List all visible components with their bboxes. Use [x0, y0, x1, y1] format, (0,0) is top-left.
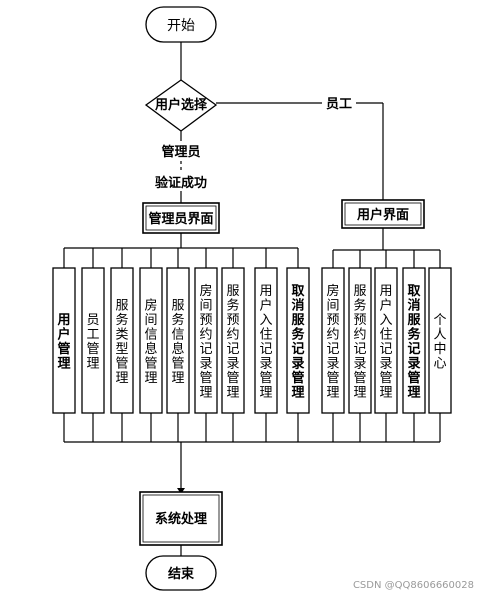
admin-module-label: 员工管理 [86, 313, 99, 372]
admin-module-box [52, 267, 76, 414]
branch-label-bg [322, 94, 356, 112]
user-module-label: 用户入住记录管理 [379, 284, 392, 401]
watermark: CSDN @QQ8606660028 [353, 580, 474, 591]
admin-module-label: 房间预约记录管理 [199, 283, 212, 401]
admin-module-box [139, 267, 163, 414]
verify-label-bg [150, 172, 212, 191]
admin-module-label: 服务信息管理 [171, 298, 184, 386]
admin-ui-box-inner [145, 205, 217, 231]
user-ui-box-inner [344, 202, 422, 226]
admin-module-box [81, 267, 105, 414]
start-terminator [145, 6, 217, 43]
admin-ui-label: 管理员界面 [148, 211, 213, 227]
decision-diamond [144, 79, 218, 132]
admin-module-box [254, 267, 278, 414]
process-box [139, 491, 223, 546]
user-module-label: 取消服务记录管理 [407, 284, 421, 401]
admin-module-box [110, 267, 134, 414]
admin-module-box [286, 267, 310, 414]
end-terminator [145, 555, 217, 591]
admin-module-label: 取消服务记录管理 [291, 284, 305, 401]
user-module-box [348, 267, 372, 414]
user-module-label: 服务预约记录管理 [353, 284, 366, 401]
user-module-box [402, 267, 426, 414]
admin-module-box [194, 267, 218, 414]
process-label: 系统处理 [155, 511, 207, 527]
admin-module-box [221, 267, 245, 414]
user-module-box [374, 267, 398, 414]
branch-admin-label: 管理员 [161, 144, 200, 160]
branch-staff-label: 员工 [326, 97, 352, 112]
verify-label: 验证成功 [155, 175, 207, 191]
admin-ui-box [142, 202, 220, 234]
process-box-inner [142, 494, 220, 543]
user-module-box [321, 267, 345, 414]
admin-module-label: 服务类型管理 [115, 298, 128, 386]
arrow-head [177, 488, 185, 494]
admin-module-label: 房间信息管理 [144, 297, 157, 386]
end-label: 结束 [168, 566, 195, 582]
user-module-label: 个人中心 [433, 313, 446, 372]
admin-module-label: 服务预约记录管理 [226, 284, 239, 401]
start-label: 开始 [167, 18, 195, 34]
user-ui-label: 用户界面 [356, 207, 409, 223]
user-module-label: 房间预约记录管理 [326, 283, 339, 401]
admin-module-label: 用户入住记录管理 [259, 284, 272, 401]
user-ui-box [341, 199, 425, 229]
branch-label-bg [160, 141, 204, 161]
connector-lines [64, 42, 440, 556]
admin-module-box [166, 267, 190, 414]
user-module-box [428, 267, 452, 414]
admin-module-label: 用户管理 [56, 313, 70, 372]
decision-label: 用户选择 [154, 97, 208, 113]
